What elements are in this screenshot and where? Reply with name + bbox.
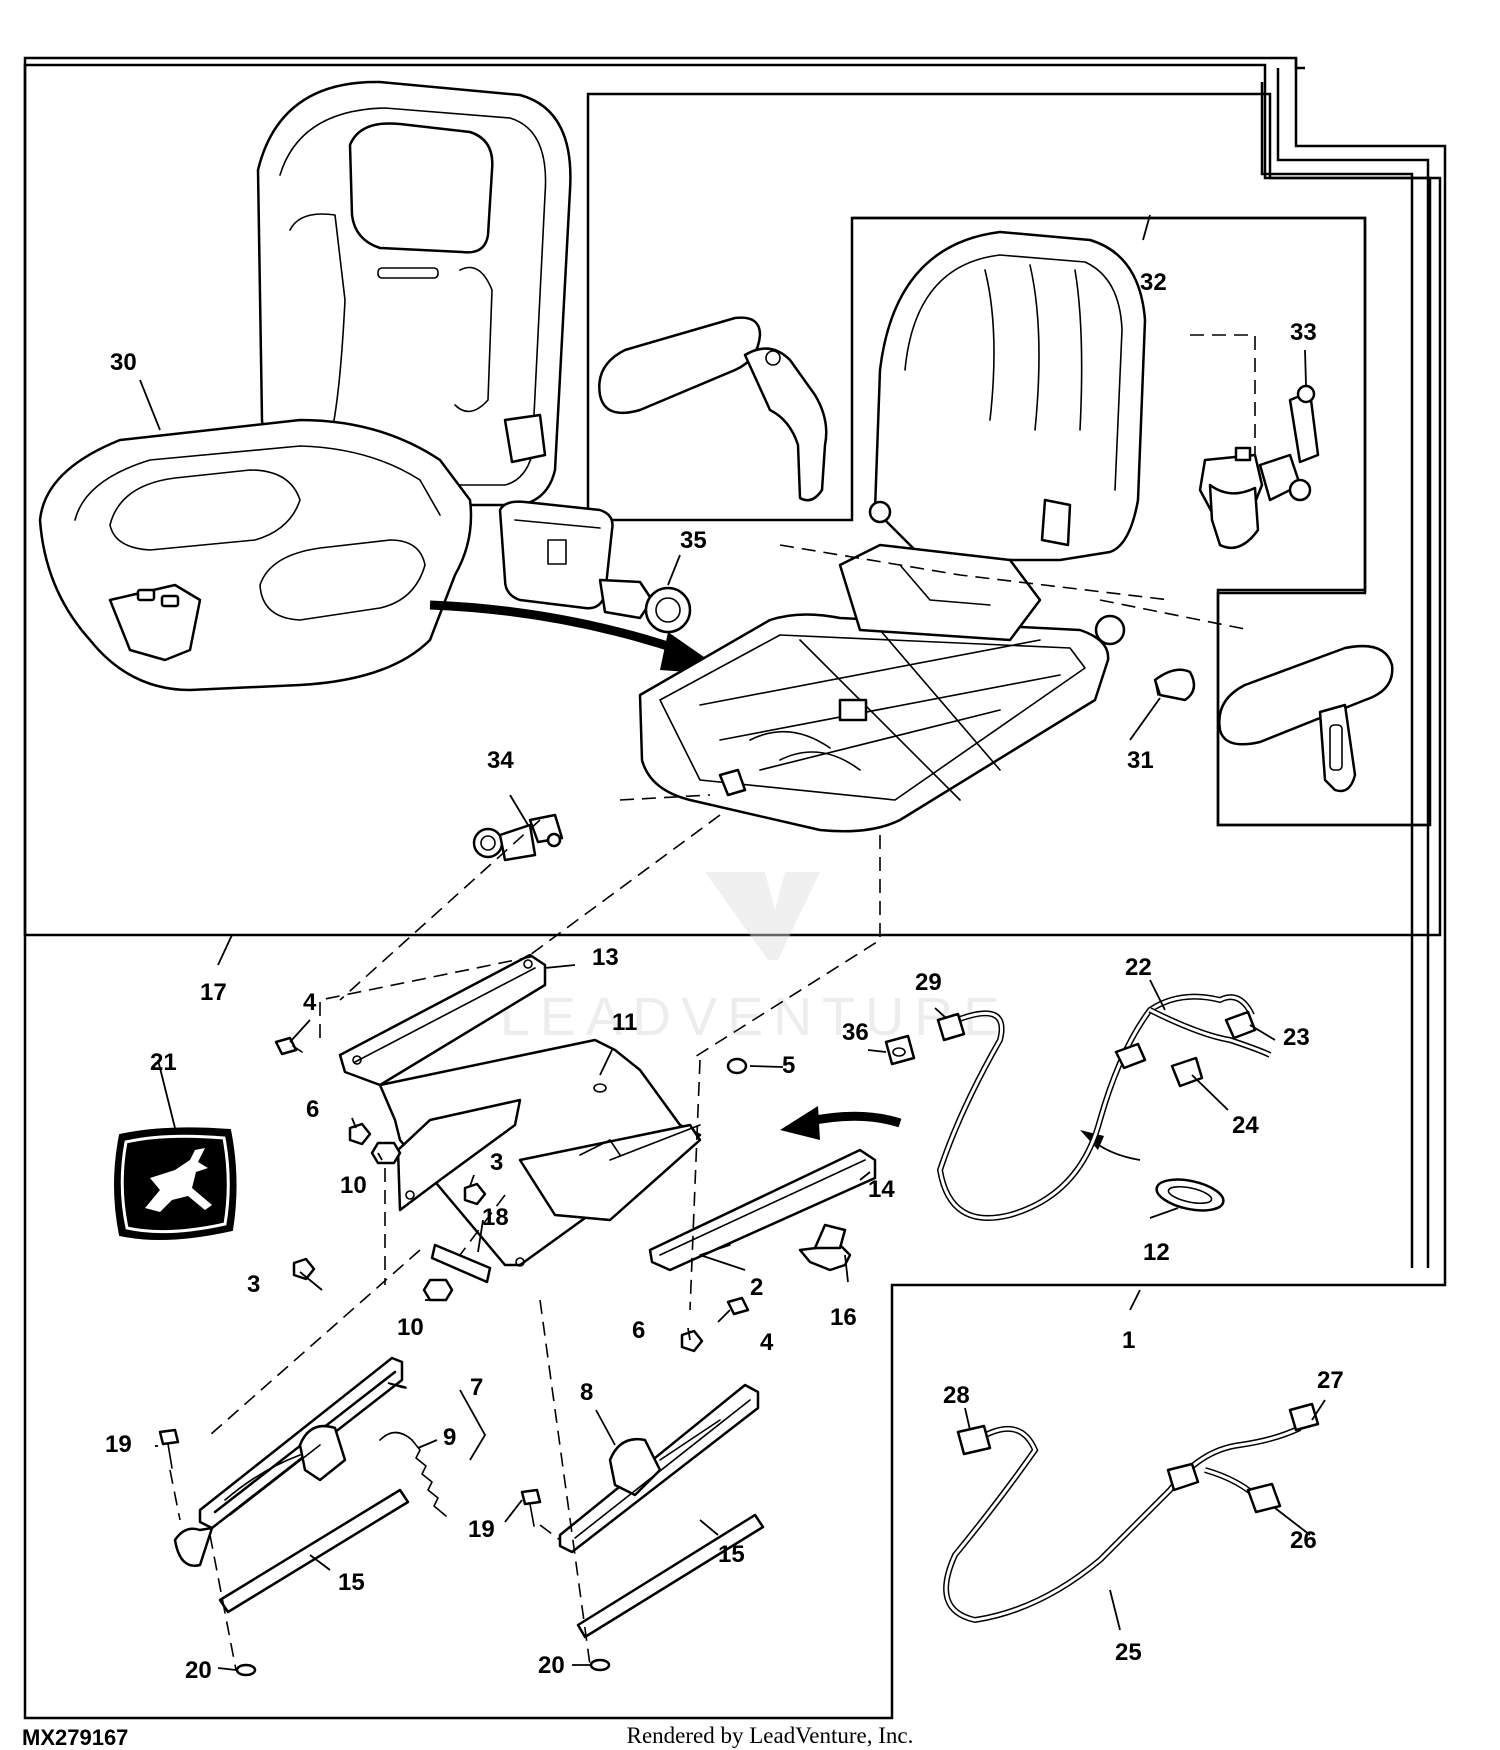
callout-12: 12 <box>1143 1239 1170 1266</box>
callout-10-top: 10 <box>340 1172 367 1199</box>
callout-2: 2 <box>750 1274 763 1301</box>
callout-26: 26 <box>1290 1527 1317 1554</box>
callout-4-bottom: 4 <box>760 1329 774 1356</box>
callout-16: 16 <box>830 1304 857 1331</box>
callout-19-left: 19 <box>105 1431 132 1458</box>
callout-14: 14 <box>868 1176 895 1203</box>
connector-36 <box>884 1034 916 1066</box>
callout-22: 22 <box>1125 954 1152 981</box>
callout-28: 28 <box>943 1382 970 1409</box>
rail-plate-13 <box>338 953 547 1087</box>
callout-15-left: 15 <box>338 1569 365 1596</box>
callout-21: 21 <box>150 1049 177 1076</box>
callout-35: 35 <box>680 527 707 554</box>
callout-1: 1 <box>1122 1327 1135 1354</box>
callout-30: 30 <box>110 349 137 376</box>
mounting-plate-11 <box>378 1038 702 1267</box>
grommet-12 <box>1155 1178 1225 1212</box>
callout-27: 27 <box>1317 1367 1344 1394</box>
lever-31 <box>1153 668 1196 702</box>
callout-25: 25 <box>1115 1639 1142 1666</box>
callout-20-left: 20 <box>185 1657 212 1684</box>
armrest-left <box>598 316 828 502</box>
callout-34: 34 <box>487 747 514 774</box>
callout-32: 32 <box>1140 269 1167 296</box>
lumbar-pump-33 <box>1198 384 1320 550</box>
switch-34 <box>472 813 564 862</box>
drawing-code: MX279167 <box>22 1725 128 1750</box>
callout-9: 9 <box>443 1424 456 1451</box>
callout-3-left: 3 <box>247 1271 260 1298</box>
dashed-assembly-lines <box>169 334 1256 1671</box>
callout-36: 36 <box>842 1019 869 1046</box>
bar-15-right <box>576 1513 765 1639</box>
harness-arrow <box>804 1111 902 1128</box>
callout-20-right: 20 <box>538 1652 565 1679</box>
assembly-frames <box>23 56 1447 1720</box>
cross-bar-14 <box>648 1148 877 1272</box>
callout-24: 24 <box>1232 1112 1259 1139</box>
bar-15-left <box>218 1488 410 1614</box>
callout-labels: 30 35 32 33 31 34 17 13 11 4 5 6 10 3 18… <box>105 269 1344 1684</box>
armrest-right <box>1218 644 1394 793</box>
callout-13: 13 <box>592 944 619 971</box>
harness-22 <box>936 993 1272 1221</box>
watermark: LEADVENTURE <box>500 872 1009 1047</box>
callout-19-right: 19 <box>468 1516 495 1543</box>
callout-8: 8 <box>580 1379 593 1406</box>
harness-arrowhead <box>780 1106 820 1140</box>
callout-7: 7 <box>470 1374 483 1401</box>
u-bolt-16 <box>798 1223 852 1272</box>
callout-3-mid: 3 <box>490 1149 503 1176</box>
leader-lines <box>139 214 1326 1671</box>
cable-tie-18 <box>430 1243 492 1284</box>
seat-cushion-assembly <box>38 80 572 692</box>
callout-5: 5 <box>782 1052 795 1079</box>
spring-9 <box>379 1431 447 1517</box>
callout-33: 33 <box>1290 319 1317 346</box>
callout-31: 31 <box>1127 747 1154 774</box>
callout-17: 17 <box>200 979 227 1006</box>
callout-6-top: 6 <box>306 1096 319 1123</box>
seat-frame-32 <box>638 230 1147 833</box>
seat-switch-35 <box>498 500 692 634</box>
callout-6-bottom: 6 <box>632 1317 645 1344</box>
callout-29: 29 <box>915 969 942 996</box>
callout-10-bottom: 10 <box>397 1314 424 1341</box>
callout-11: 11 <box>612 1009 637 1036</box>
callout-15-right: 15 <box>718 1541 745 1568</box>
callout-23: 23 <box>1283 1024 1310 1051</box>
slide-rail-8 <box>558 1383 760 1554</box>
callout-4-top: 4 <box>303 989 317 1016</box>
callout-18: 18 <box>482 1204 509 1231</box>
slide-rail-7 <box>173 1356 404 1567</box>
hardware <box>158 1036 750 1677</box>
watermark-text: LEADVENTURE <box>500 987 1009 1047</box>
harness-25 <box>943 1402 1320 1624</box>
john-deere-logo <box>114 1127 237 1240</box>
